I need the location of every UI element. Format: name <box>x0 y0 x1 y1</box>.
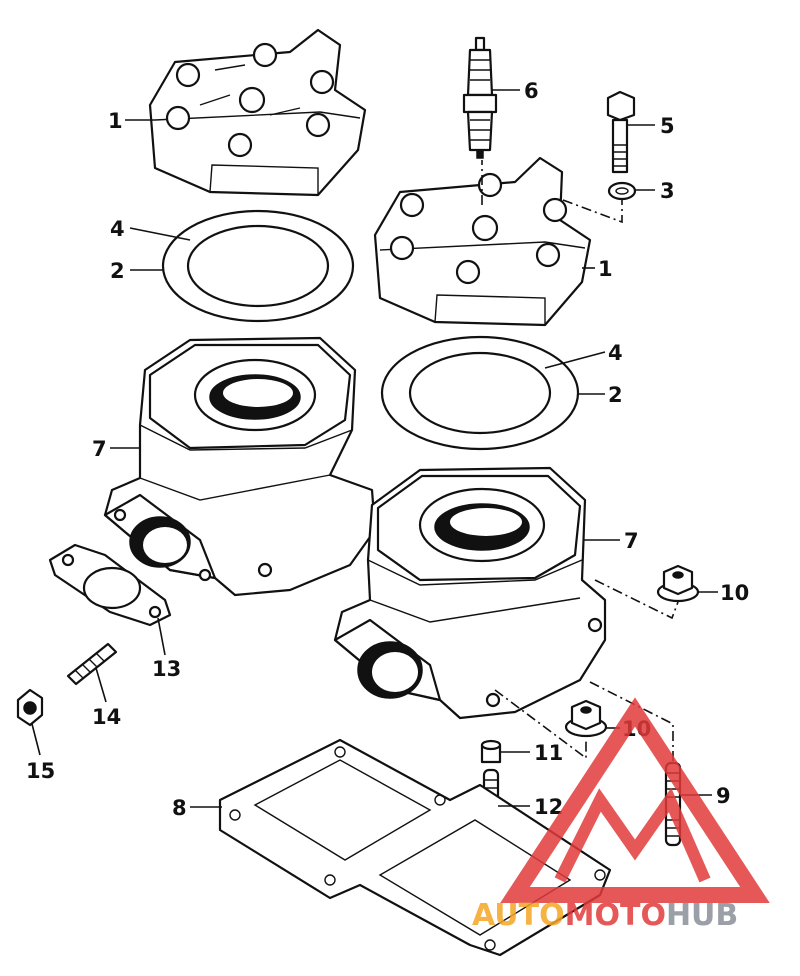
exhaust-gasket <box>48 543 172 627</box>
callout-4-left: 4 <box>110 217 125 241</box>
cylinder-head-right <box>373 156 592 327</box>
watermark-auto: AUTO <box>472 898 565 933</box>
head-gasket-left <box>161 209 355 323</box>
callout-2-left: 2 <box>110 259 125 283</box>
callout-4-right: 4 <box>608 341 623 365</box>
callout-15: 15 <box>26 759 55 783</box>
cylinder-left <box>103 336 377 597</box>
callout-3: 3 <box>660 179 675 203</box>
callout-5: 5 <box>660 114 675 138</box>
flange-nut-lower <box>564 699 608 738</box>
washer <box>607 181 637 201</box>
watermark-text: AUTOMOTOHUB <box>472 898 738 933</box>
flange-nut-upper <box>656 564 700 603</box>
exhaust-stud <box>66 642 118 686</box>
callout-6: 6 <box>524 79 539 103</box>
head-gasket-right <box>380 335 580 451</box>
callout-11: 11 <box>534 741 563 765</box>
cylinder-right <box>333 466 607 720</box>
watermark-moto: MOTO <box>565 898 666 933</box>
callout-1-left: 1 <box>108 109 123 133</box>
callout-9: 9 <box>716 784 731 808</box>
exhaust-nut <box>16 688 44 727</box>
watermark-m-mark-icon <box>554 787 711 883</box>
dowel-pin <box>480 739 502 764</box>
callout-1-right: 1 <box>598 257 613 281</box>
spark-plug <box>462 36 498 159</box>
watermark-logo: AUTOMOTOHUB <box>472 697 770 933</box>
watermark-triangle-icon <box>500 697 770 903</box>
callout-7-left: 7 <box>92 437 107 461</box>
callout-10-upper: 10 <box>720 581 749 605</box>
callout-8: 8 <box>172 796 187 820</box>
watermark-hub: HUB <box>666 898 738 933</box>
callout-7-right: 7 <box>624 529 639 553</box>
callout-14: 14 <box>92 705 121 729</box>
cylinder-head-left <box>148 28 367 197</box>
callout-13: 13 <box>152 657 181 681</box>
callout-2-right: 2 <box>608 383 623 407</box>
head-bolt <box>606 90 636 174</box>
